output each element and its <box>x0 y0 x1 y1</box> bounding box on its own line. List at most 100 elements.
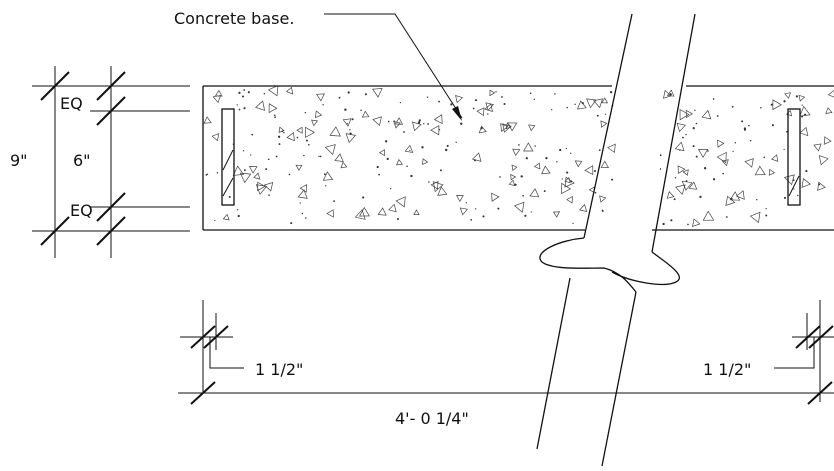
concrete-aggregate-mark <box>500 123 509 132</box>
concrete-aggregate-mark <box>222 213 230 221</box>
concrete-aggregate-mark <box>378 173 380 176</box>
concrete-aggregate-mark <box>295 164 303 172</box>
concrete-aggregate-mark <box>783 174 795 186</box>
concrete-aggregate-mark <box>329 126 341 137</box>
concrete-aggregate-mark <box>342 118 352 127</box>
concrete-aggregate-mark <box>459 207 469 216</box>
concrete-aggregate-mark <box>695 155 698 158</box>
concrete-aggregate-mark <box>579 203 588 212</box>
concrete-slab-right <box>652 85 834 231</box>
concrete-aggregate-mark <box>323 173 326 176</box>
dim-label-eq-bottom: EQ <box>70 201 93 220</box>
concrete-stipple-right <box>660 89 834 228</box>
concrete-aggregate-mark <box>314 110 323 119</box>
concrete-aggregate-mark <box>296 126 303 134</box>
concrete-aggregate-mark <box>763 156 766 159</box>
concrete-aggregate-mark <box>484 103 493 113</box>
concrete-aggregate-mark <box>455 94 464 104</box>
break-curve-left <box>539 237 637 293</box>
concrete-aggregate-mark <box>404 144 414 153</box>
concrete-aggregate-mark <box>662 222 665 226</box>
concrete-aggregate-mark <box>346 123 348 125</box>
concrete-aggregate-mark <box>699 195 702 199</box>
concrete-aggregate-mark <box>472 107 475 110</box>
concrete-aggregate-mark <box>784 92 792 99</box>
concrete-aggregate-mark <box>783 100 786 103</box>
concrete-aggregate-mark <box>799 126 809 137</box>
concrete-aggregate-mark <box>372 88 383 98</box>
concrete-aggregate-mark <box>543 190 546 193</box>
concrete-aggregate-mark <box>566 106 568 109</box>
concrete-aggregate-mark <box>688 181 698 190</box>
concrete-aggregate-mark <box>604 113 607 115</box>
concrete-aggregate-mark <box>685 133 687 136</box>
concrete-aggregate-mark <box>508 179 516 186</box>
anchor-bar-left <box>221 108 235 206</box>
concrete-aggregate-mark <box>362 196 365 199</box>
concrete-aggregate-mark <box>677 165 686 175</box>
concrete-aggregate-mark <box>716 151 727 164</box>
concrete-aggregate-mark <box>765 207 767 210</box>
concrete-aggregate-mark <box>306 139 308 142</box>
concrete-aggregate-mark <box>584 165 594 176</box>
concrete-aggregate-mark <box>552 211 561 218</box>
concrete-aggregate-mark <box>333 200 336 203</box>
concrete-aggregate-mark <box>372 116 382 127</box>
anchor-bar-right <box>787 108 801 206</box>
concrete-aggregate-mark <box>243 89 246 91</box>
concrete-aggregate-mark <box>734 142 737 144</box>
concrete-aggregate-mark <box>203 116 212 124</box>
concrete-aggregate-mark <box>576 100 587 110</box>
concrete-aggregate-mark <box>554 93 556 95</box>
concrete-aggregate-mark <box>421 158 429 165</box>
concrete-aggregate-mark <box>722 172 724 175</box>
concrete-aggregate-mark <box>474 159 476 162</box>
concrete-aggregate-mark <box>525 157 528 160</box>
concrete-aggregate-mark <box>278 143 281 146</box>
concrete-aggregate-mark <box>212 94 222 104</box>
concrete-aggregate-mark <box>396 158 403 166</box>
concrete-aggregate-mark <box>594 192 597 194</box>
concrete-aggregate-mark <box>475 99 478 102</box>
concrete-aggregate-mark <box>599 195 607 203</box>
concrete-aggregate-mark <box>524 214 527 217</box>
concrete-aggregate-mark <box>805 170 808 173</box>
concrete-aggregate-mark <box>465 202 468 204</box>
concrete-aggregate-mark <box>455 141 457 143</box>
concrete-aggregate-mark <box>236 104 238 106</box>
concrete-aggregate-mark <box>514 183 517 186</box>
concrete-aggregate-mark <box>523 142 534 152</box>
concrete-aggregate-mark <box>513 201 525 213</box>
concrete-aggregate-mark <box>394 117 404 125</box>
concrete-aggregate-mark <box>399 101 402 104</box>
break-line-left-upper <box>583 13 633 239</box>
concrete-aggregate-mark <box>593 169 597 173</box>
concrete-aggregate-mark <box>692 145 695 148</box>
concrete-aggregate-mark <box>403 131 405 133</box>
concrete-aggregate-mark <box>670 219 673 222</box>
concrete-aggregate-mark <box>267 158 270 161</box>
concrete-aggregate-mark <box>666 89 675 97</box>
concrete-aggregate-mark <box>502 123 512 133</box>
concrete-aggregate-mark <box>529 188 540 198</box>
concrete-aggregate-mark <box>596 114 599 117</box>
concrete-aggregate-mark <box>438 100 440 103</box>
concrete-aggregate-mark <box>520 175 523 178</box>
concrete-aggregate-mark <box>242 150 245 152</box>
concrete-aggregate-mark <box>564 176 575 188</box>
concrete-aggregate-mark <box>687 223 689 226</box>
concrete-aggregate-mark <box>286 132 295 142</box>
concrete-aggregate-mark <box>692 218 701 228</box>
concrete-aggregate-mark <box>308 143 310 146</box>
concrete-aggregate-mark <box>707 150 709 152</box>
tick-inner-eq-bottom <box>96 192 126 222</box>
concrete-aggregate-mark <box>345 133 357 144</box>
concrete-aggregate-mark <box>283 131 285 134</box>
concrete-aggregate-mark <box>311 119 319 127</box>
concrete-aggregate-mark <box>799 105 811 117</box>
concrete-aggregate-mark <box>716 115 719 117</box>
concrete-aggregate-mark <box>426 96 429 98</box>
concrete-aggregate-mark <box>487 113 489 115</box>
vertical-dimensions: 9" 6" EQ EQ <box>10 66 190 258</box>
concrete-aggregate-mark <box>205 174 208 176</box>
